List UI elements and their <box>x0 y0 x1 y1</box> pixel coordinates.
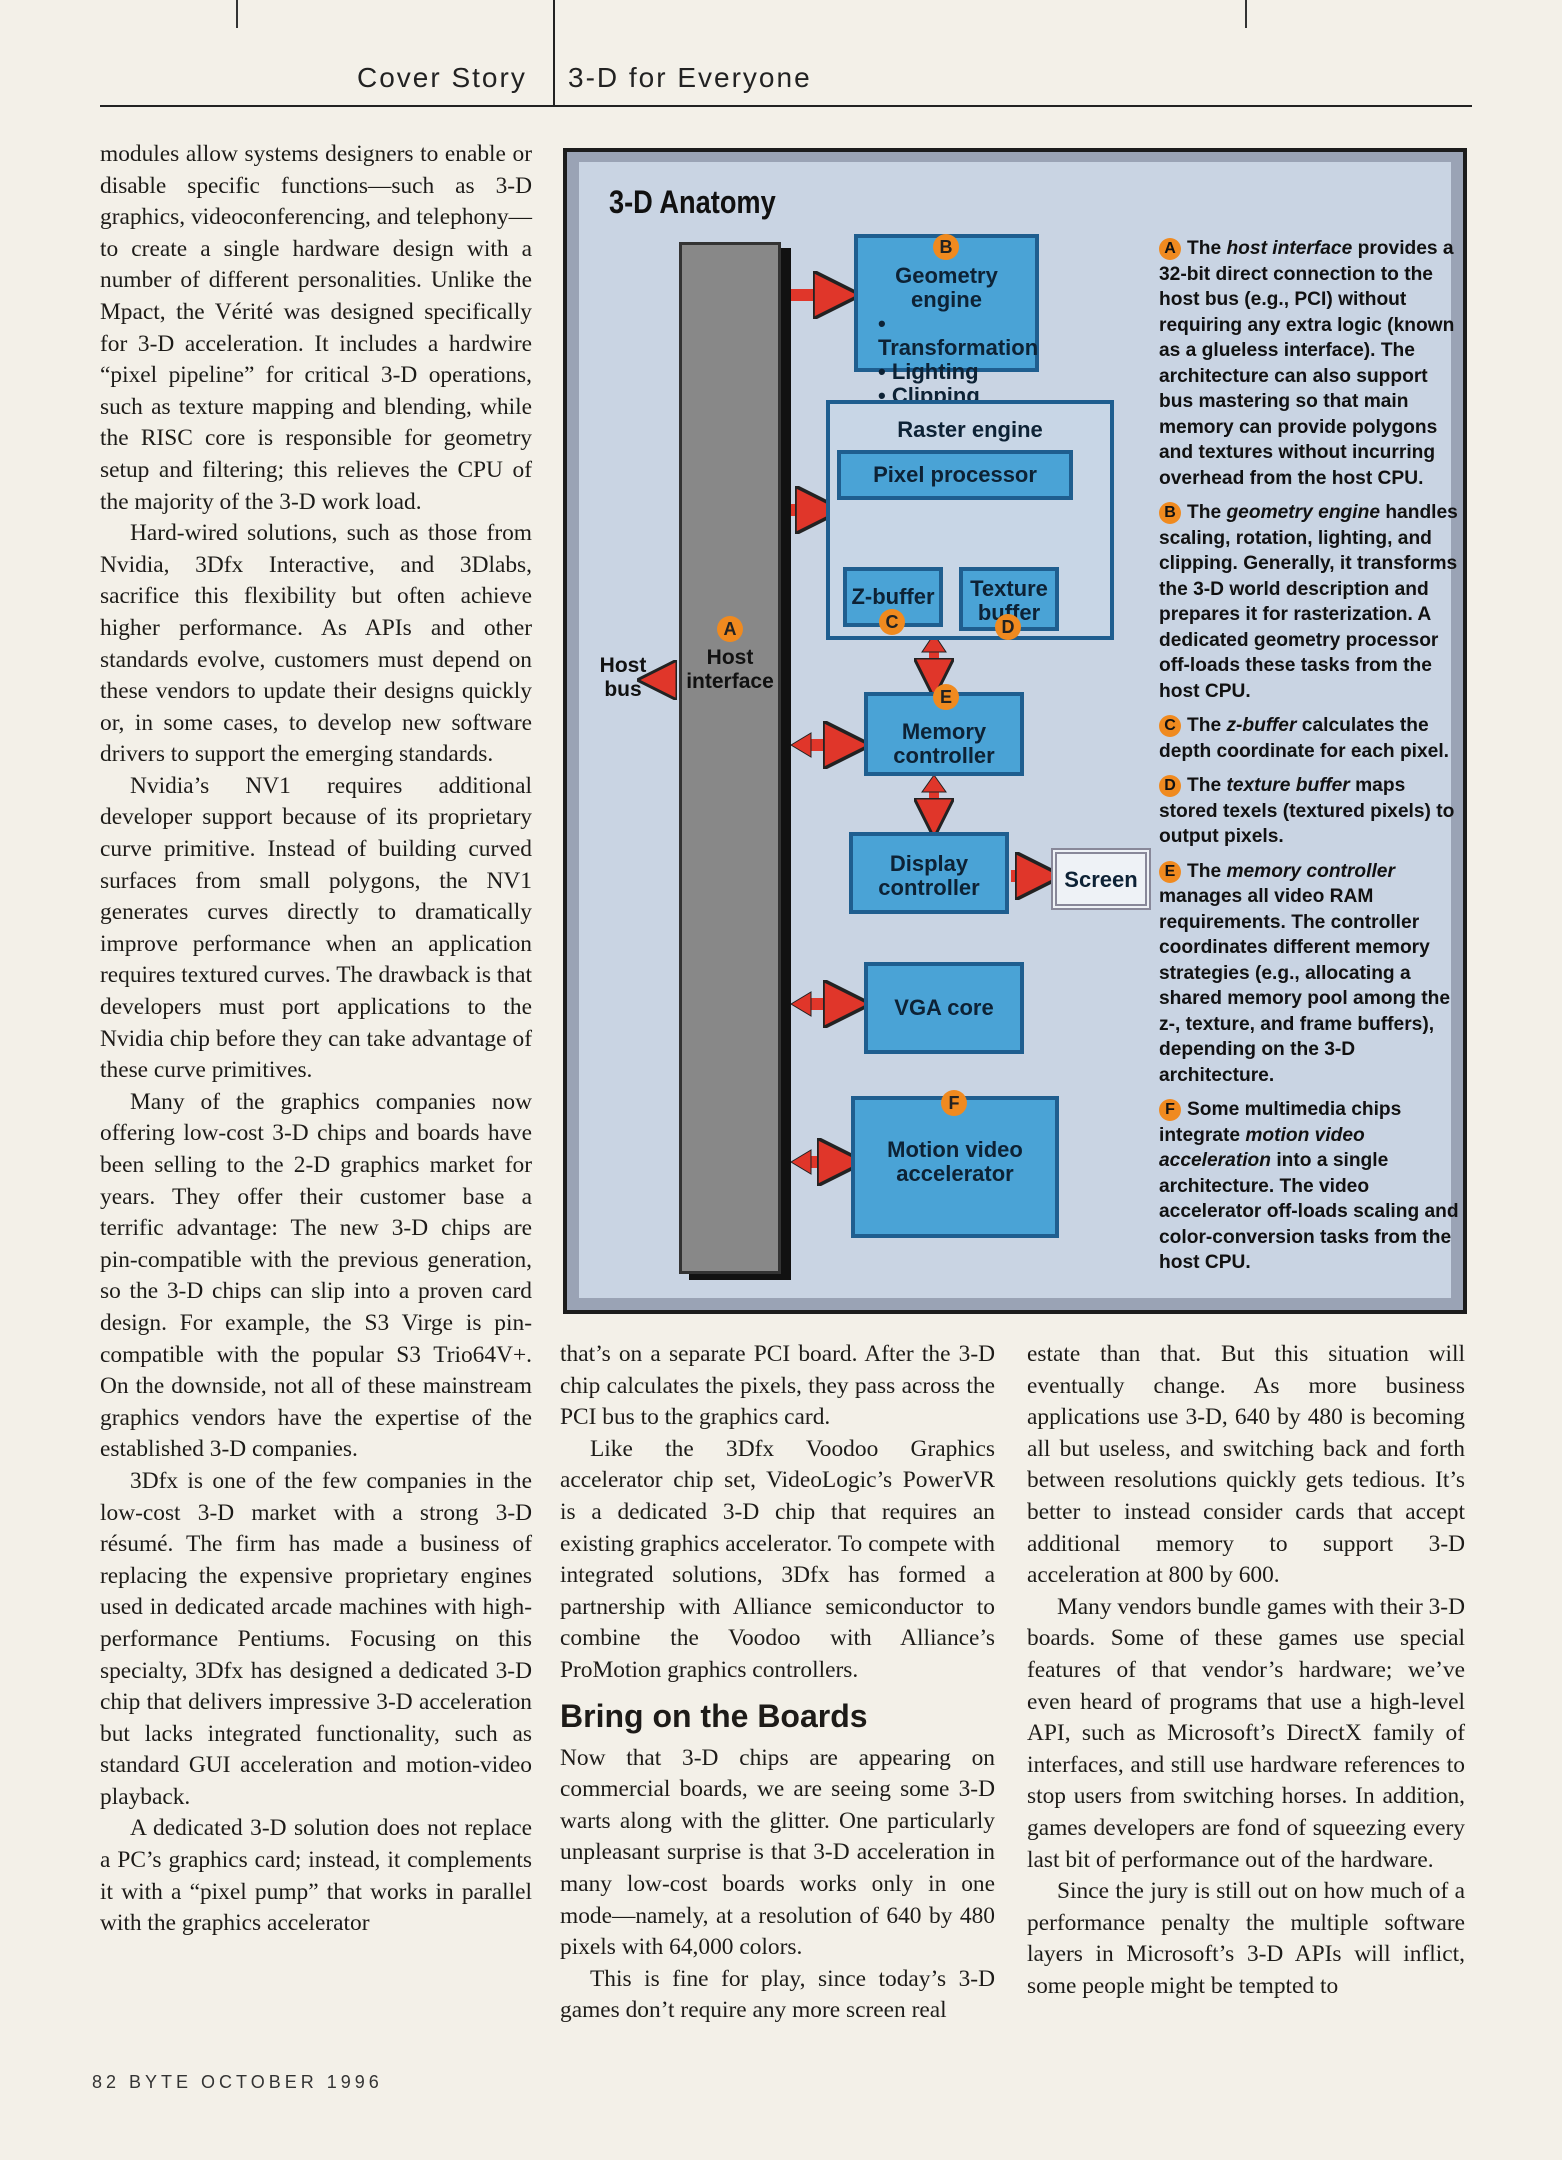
paragraph: Like the 3Dfx Voodoo Graphics accelerato… <box>560 1435 995 1683</box>
figure-panel: 3-D Anatomy <box>579 162 1459 1298</box>
note-text: maps stored texels (textured pixels) to … <box>1159 775 1455 847</box>
note-text: The <box>1187 238 1227 259</box>
note-term: motion video acceleration <box>1159 1124 1365 1172</box>
note-text: provides a 32-bit direct connection to t… <box>1159 238 1455 489</box>
arrowhead <box>790 732 812 758</box>
paragraph: Many vendors bundle games with their 3-D… <box>1027 1593 1465 1873</box>
screen-box: Screen <box>1051 848 1151 910</box>
note-text: handles scaling, rotation, lighting, and… <box>1159 502 1458 702</box>
motion-video-box: Motion video accelerator <box>851 1096 1059 1238</box>
note-c: C The z-buffer calculates the depth coord… <box>1159 713 1459 764</box>
column-3: estate than that. But this situation wil… <box>1027 1339 1465 2002</box>
note-term: host interface <box>1226 238 1353 259</box>
note-badge-d: D <box>1159 775 1181 797</box>
column-2: that’s on a separate PCI board. After th… <box>560 1339 995 2027</box>
note-d: D The texture buffer maps stored texels (… <box>1159 773 1459 850</box>
note-term: texture buffer <box>1226 775 1350 796</box>
badge-c: C <box>879 609 905 635</box>
arrowhead <box>790 1149 812 1175</box>
note-e: E The memory controller manages all video… <box>1159 859 1459 1089</box>
figure-title: 3-D Anatomy <box>609 184 776 220</box>
note-text: The <box>1187 502 1227 523</box>
note-badge-a: A <box>1159 238 1181 260</box>
paragraph: modules allow systems designers to enabl… <box>100 141 532 515</box>
vga-core-box: VGA core <box>864 962 1024 1054</box>
pixel-processor-box: Pixel processor <box>837 450 1073 500</box>
paragraph: Since the jury is still out on how much … <box>1027 1878 1465 1999</box>
crop-mark-left <box>236 0 238 28</box>
paragraph: estate than that. But this situation wil… <box>1027 1341 1465 1589</box>
arrowhead <box>921 774 947 793</box>
figure-3d-anatomy: 3-D Anatomy <box>563 148 1467 1314</box>
note-badge-b: B <box>1159 502 1181 524</box>
arrowhead <box>921 633 947 653</box>
paragraph: Now that 3-D chips are appearing on comm… <box>560 1744 995 1961</box>
paragraph: Many of the graphics companies now offer… <box>100 1088 532 1463</box>
column-1: modules allow systems designers to enabl… <box>100 139 532 1940</box>
section-heading: Bring on the Boards <box>560 1697 868 1734</box>
header-rule <box>100 105 1472 107</box>
note-badge-e: E <box>1159 860 1181 883</box>
note-b: B The geometry engine handles scaling, ro… <box>1159 500 1459 704</box>
host-bus-label: Host bus <box>599 654 647 701</box>
crop-mark-right <box>1245 0 1247 28</box>
note-term: z-buffer <box>1226 715 1297 736</box>
geometry-item: • Transformation <box>878 311 1039 360</box>
note-text: The <box>1187 715 1227 736</box>
note-badge-c: C <box>1159 715 1181 737</box>
paragraph: This is fine for play, since today’s 3-D… <box>560 1965 995 2024</box>
note-term: memory controller <box>1226 860 1395 882</box>
header-divider <box>553 0 555 105</box>
note-text: manages all video RAM requirements. The … <box>1159 886 1451 1086</box>
badge-e: E <box>933 684 959 710</box>
geometry-engine-box: Geometry engine • Transformation • Light… <box>854 234 1039 408</box>
paragraph: A dedicated 3-D solution does not replac… <box>100 1815 532 1937</box>
badge-a: A <box>717 616 743 642</box>
note-text: The <box>1187 775 1227 796</box>
badge-d: D <box>995 614 1021 640</box>
note-a: A The host interface provides a 32-bit di… <box>1159 236 1459 491</box>
geometry-item: • Lighting <box>878 359 979 384</box>
paragraph: that’s on a separate PCI board. After th… <box>560 1341 995 1431</box>
paragraph: Hard-wired solutions, such as those from… <box>100 520 532 768</box>
article-title: 3-D for Everyone <box>568 62 812 93</box>
arrowhead <box>790 991 812 1017</box>
geometry-engine-title: Geometry engine <box>895 263 998 312</box>
host-interface-label: Host interface <box>686 646 774 693</box>
page-folio: 82 BYTE OCTOBER 1996 <box>92 2072 383 2092</box>
arrows-layer <box>579 162 1459 1306</box>
note-term: geometry engine <box>1226 502 1380 523</box>
note-text: calculates the depth coordinate for each… <box>1159 715 1449 762</box>
note-text: Some multimedia chips integrate <box>1159 1099 1402 1146</box>
section-label: Cover Story <box>357 62 527 93</box>
badge-f: F <box>941 1090 967 1116</box>
note-badge-f: F <box>1159 1099 1181 1121</box>
badge-b: B <box>933 234 959 260</box>
display-controller-box: Display controller <box>849 832 1009 914</box>
raster-engine-title: Raster engine <box>897 417 1043 442</box>
note-text: The <box>1187 860 1227 882</box>
figure-notes: A The host interface provides a 32-bit di… <box>1159 236 1459 1285</box>
note-text: into a single architecture. The video ac… <box>1159 1150 1459 1273</box>
paragraph: 3Dfx is one of the few companies in the … <box>100 1467 532 1810</box>
paragraph: Nvidia’s NV1 requires additional develop… <box>100 772 532 1084</box>
host-bus-bar <box>679 242 781 1274</box>
